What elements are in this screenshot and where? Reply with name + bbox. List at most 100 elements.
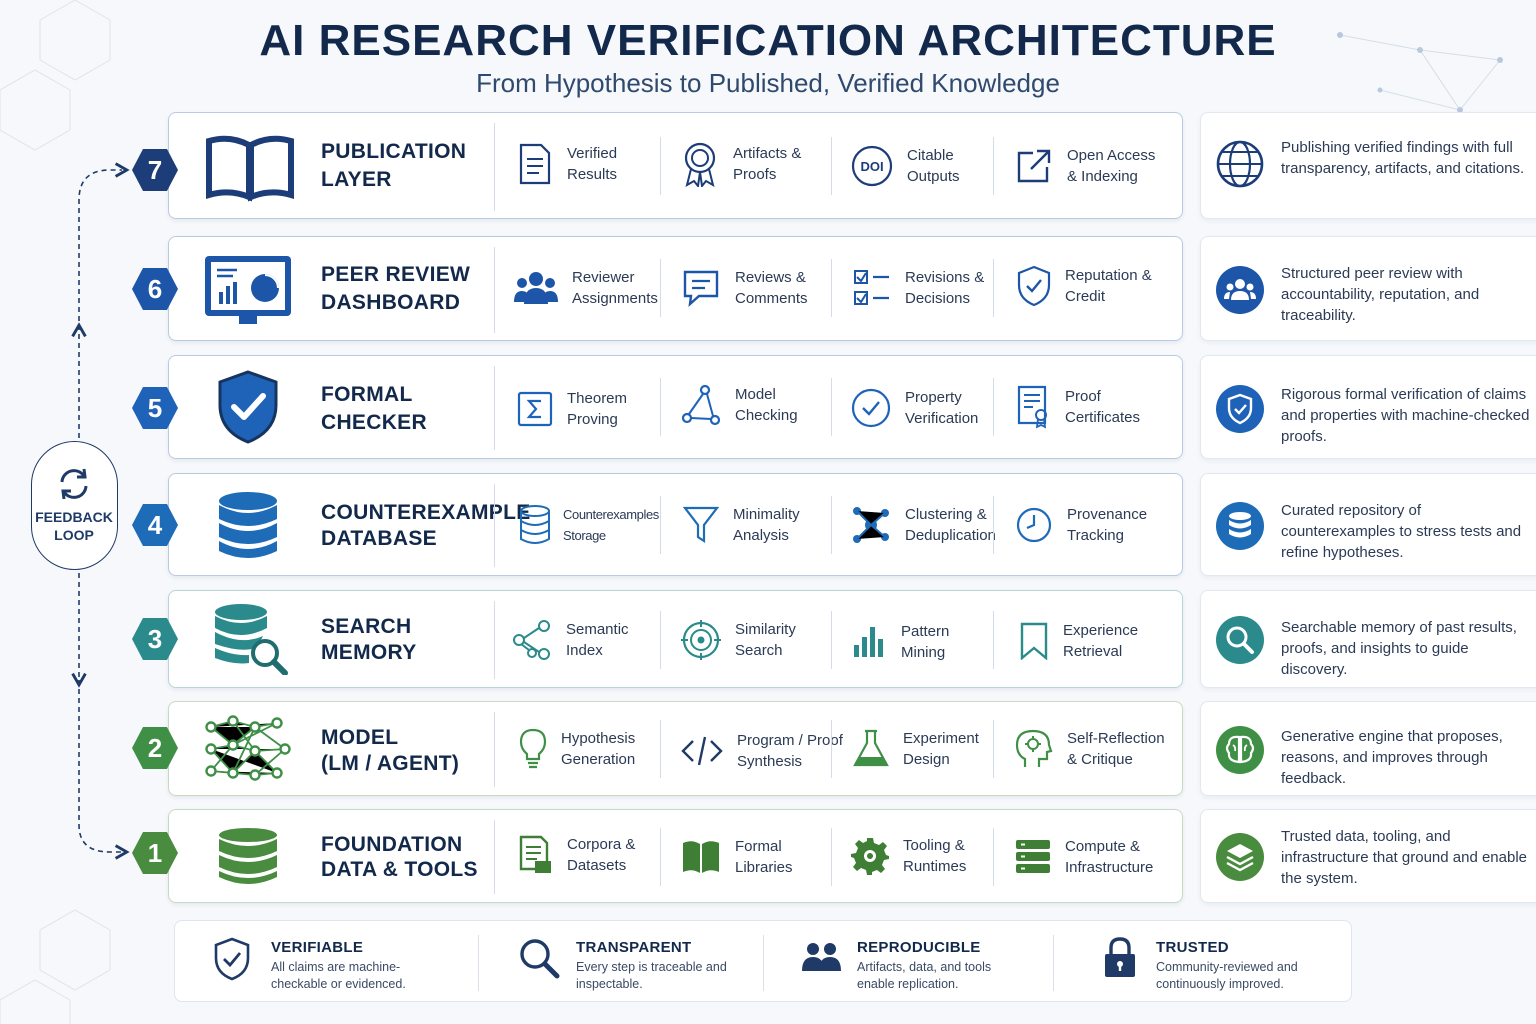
feature-counterexamples-storage: Counterexamples Storage	[519, 504, 659, 546]
layer-5-number-badge: 5	[131, 384, 179, 432]
feedback-loop-badge: FEEDBACK LOOP	[31, 441, 118, 570]
layer-5-formal-checker: FORMAL CHECKER Theorem Proving Model Che…	[168, 355, 1183, 459]
brain-circle-icon	[1216, 726, 1264, 774]
feature-semantic-index: Semantic Index	[512, 619, 629, 661]
files-icon	[519, 835, 551, 873]
layer-3-name: SEARCH MEMORY	[321, 615, 417, 664]
sigma-icon	[517, 391, 553, 427]
head-gear-icon	[1015, 729, 1053, 767]
feature-proof-certificates: Proof Certificates	[1017, 385, 1140, 429]
side-note-6: Structured peer review with accountabili…	[1200, 236, 1536, 341]
checklist-icon	[854, 270, 889, 305]
layer-1-name: FOUNDATION DATA & TOOLS	[321, 833, 478, 881]
layer-6-number-badge: 6	[131, 265, 179, 313]
layer-7-number-badge: 7	[131, 146, 179, 194]
layer-4-counterexample-db: COUNTEREXAMPLE DATABASE Counterexamples …	[168, 473, 1183, 576]
layer-1-foundation: FOUNDATION DATA & TOOLS Corpora & Datase…	[168, 809, 1183, 903]
open-book-icon	[206, 135, 294, 202]
check-circle-icon	[851, 388, 891, 428]
lock-icon	[1105, 937, 1135, 977]
refresh-icon	[60, 468, 88, 500]
feature-formal-libraries: Formal Libraries	[681, 836, 793, 878]
users-icon	[514, 272, 558, 304]
certificate-icon	[1017, 385, 1047, 429]
layer-6-peer-review: PEER REVIEW DASHBOARD Reviewer Assignmen…	[168, 236, 1183, 341]
shield-circle-icon	[1216, 385, 1264, 433]
layer-2-number-badge: 2	[131, 724, 179, 772]
side-note-2: Generative engine that proposes, reasons…	[1200, 701, 1536, 796]
chat-bubble-icon	[683, 270, 719, 308]
feedback-loop-label: FEEDBACK LOOP	[35, 509, 113, 543]
database-circle-icon	[1216, 502, 1264, 550]
svg-text:DOI: DOI	[860, 159, 883, 174]
layer-1-number-badge: 1	[131, 829, 179, 877]
external-link-icon	[1017, 149, 1051, 183]
neural-network-icon	[205, 715, 291, 781]
feature-hypothesis-generation: Hypothesis Generation	[519, 728, 635, 770]
page-title: AI RESEARCH VERIFICATION ARCHITECTURE	[259, 16, 1277, 65]
principle-trusted: TRUSTED Community-reviewed and continuou…	[1103, 921, 1343, 1003]
funnel-icon	[683, 506, 719, 544]
target-icon	[681, 620, 721, 660]
feature-reputation-credit: Reputation & Credit	[1017, 265, 1152, 307]
feature-reviews-comments: Reviews & Comments	[681, 267, 808, 309]
layer-4-number-badge: 4	[131, 501, 179, 549]
layer-7-name: PUBLICATION LAYER	[321, 140, 467, 191]
layer-6-name: PEER REVIEW DASHBOARD	[321, 263, 471, 314]
layer-2-model: MODEL (LM / AGENT) Hypothesis Generation…	[168, 701, 1183, 796]
feature-reviewer-assignments: Reviewer Assignments	[514, 267, 658, 309]
page-subtitle: From Hypothesis to Published, Verified K…	[476, 68, 1060, 98]
layer-4-name: COUNTEREXAMPLE DATABASE	[321, 501, 531, 550]
feature-self-reflection-critique: Self-Reflection & Critique	[1015, 728, 1165, 770]
feature-property-verification: Property Verification	[851, 387, 978, 429]
layer-3-search-memory: SEARCH MEMORY Semantic Index Similarity …	[168, 590, 1183, 688]
feature-artifacts-proofs: Artifacts & Proofs	[681, 141, 801, 187]
gear-icon	[851, 838, 889, 875]
search-circle-icon	[1216, 616, 1264, 664]
lightbulb-icon	[519, 728, 547, 769]
cluster-icon	[853, 507, 889, 543]
document-icon	[519, 143, 551, 185]
award-badge-icon	[684, 142, 716, 187]
dashboard-monitor-icon	[205, 256, 291, 324]
feature-tooling-runtimes: Tooling & Runtimes	[851, 835, 966, 877]
graph-nodes-icon	[681, 384, 721, 426]
feature-experiment-design: Experiment Design	[853, 728, 979, 770]
side-note-1: Trusted data, tooling, and infrastructur…	[1200, 809, 1536, 903]
side-note-5: Rigorous formal verification of claims a…	[1200, 355, 1536, 459]
principle-reproducible: REPRODUCIBLE Artifacts, data, and tools …	[800, 921, 1060, 1003]
search-icon	[520, 939, 560, 979]
database-search-icon	[215, 604, 288, 675]
feature-model-checking: Model Checking	[681, 384, 798, 426]
database-icon	[219, 828, 277, 884]
layers-circle-icon	[1216, 833, 1264, 881]
feature-program-proof-synthesis: Program / Proof Synthesis	[681, 730, 843, 772]
layer-7-publication: PUBLICATION LAYER Verified Results Artif…	[168, 112, 1183, 219]
globe-icon	[1216, 140, 1264, 188]
users-icon	[802, 943, 841, 971]
side-note-4: Curated repository of counterexamples to…	[1200, 473, 1536, 576]
layer-2-name: MODEL (LM / AGENT)	[321, 726, 460, 775]
bar-chart-icon	[854, 627, 883, 657]
flask-icon	[853, 729, 889, 767]
principles-bar: VERIFIABLE All claims are machine-checka…	[174, 920, 1352, 1002]
feature-experience-retrieval: Experience Retrieval	[1019, 620, 1138, 662]
feature-open-access-indexing: Open Access & Indexing	[1015, 145, 1155, 187]
users-circle-icon	[1216, 266, 1264, 314]
feature-revisions-decisions: Revisions & Decisions	[853, 267, 984, 309]
shield-check-icon	[214, 937, 250, 981]
side-note-7: Publishing verified findings with full t…	[1200, 112, 1536, 219]
principle-transparent: TRANSPARENT Every step is traceable and …	[518, 921, 778, 1003]
feature-theorem-proving: Theorem Proving	[517, 388, 627, 430]
shield-check-icon	[1017, 265, 1051, 307]
feature-verified-results: Verified Results	[517, 143, 617, 185]
feature-compute-infrastructure: Compute & Infrastructure	[1015, 836, 1153, 878]
database-icon	[219, 492, 277, 558]
layer-3-number-badge: 3	[131, 615, 179, 663]
feature-clustering-dedup: Clustering & Deduplication	[851, 504, 996, 546]
feature-minimality-analysis: Minimality Analysis	[683, 504, 800, 546]
feature-corpora-datasets: Corpora & Datasets	[519, 834, 635, 876]
feature-citable-outputs: DOI Citable Outputs	[851, 145, 960, 187]
bookmark-icon	[1020, 622, 1048, 660]
book-icon	[683, 841, 719, 873]
